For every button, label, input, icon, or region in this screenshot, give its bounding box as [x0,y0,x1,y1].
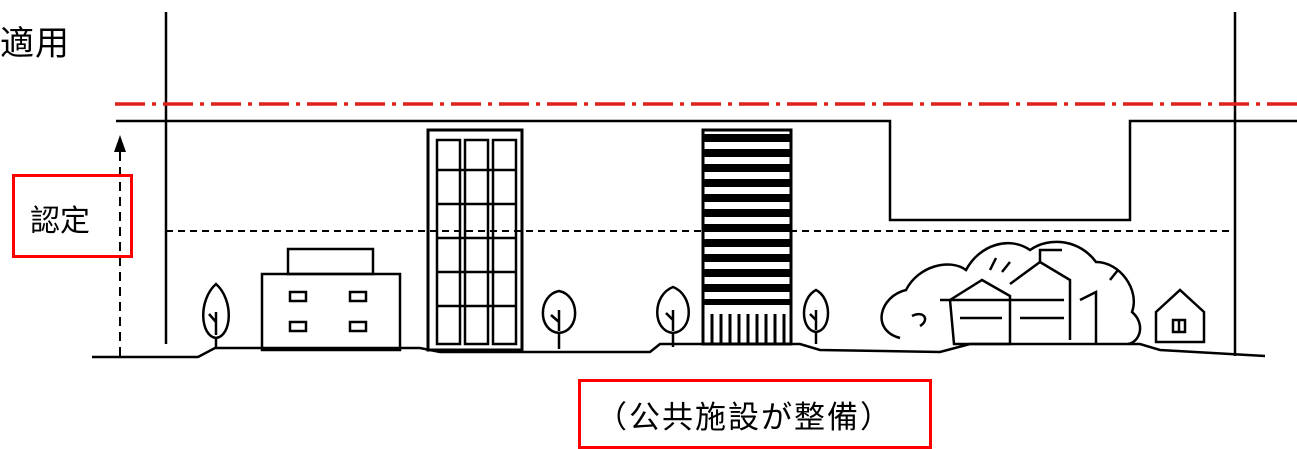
small-house [1154,288,1206,344]
applied-label: 適用 [0,24,70,64]
tree-4 [802,288,830,344]
tree-3 [656,285,690,347]
certified-label: 認定 [30,204,90,239]
arrow-head [114,135,126,152]
diagram-canvas: 適用 認定 （公共施設が整備） [0,12,1297,449]
left-highlight-box [12,174,133,258]
public-facilities-label: （公共施設が整備） [596,400,893,436]
tall-striped-building [701,128,793,346]
height-limit-diagram [92,12,1297,359]
tall-grid-building [426,128,524,352]
low-building [260,247,402,352]
solid-height-line [116,119,1297,222]
tree-2 [541,289,577,349]
forest-with-houses [880,240,1142,346]
tree-1 [202,282,230,349]
